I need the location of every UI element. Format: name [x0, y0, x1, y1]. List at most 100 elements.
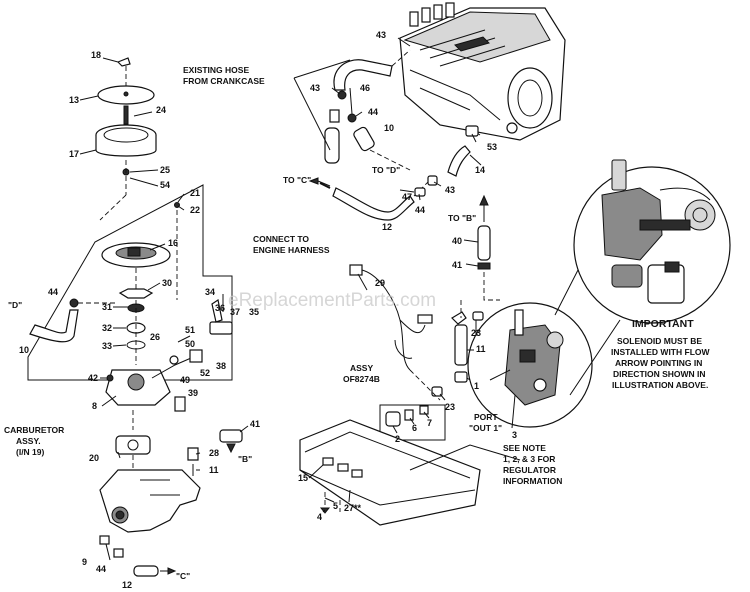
part-number: 20	[89, 453, 99, 463]
flow-arrow-to-b	[477, 194, 500, 301]
part-number: 16	[168, 238, 178, 248]
regulator-detail-circle	[467, 302, 593, 429]
carburetor-internals	[101, 202, 233, 412]
part-number: 51	[185, 325, 195, 335]
part-number: 44	[96, 564, 106, 574]
part-number: 12	[122, 580, 132, 590]
part-number: 42	[88, 373, 98, 383]
part-number: 43	[445, 185, 455, 195]
part-number: 28	[209, 448, 219, 458]
see-note-line2: 1, 2, & 3 FOR	[503, 454, 555, 464]
part-number: 31	[102, 302, 112, 312]
part-number: 13	[69, 95, 79, 105]
carburetor-panel-outline	[27, 184, 233, 381]
part-number: 47	[402, 192, 412, 202]
part-number: 25	[160, 165, 170, 175]
part-number: 30	[162, 278, 172, 288]
part-number: 39	[188, 388, 198, 398]
part-number: 46	[360, 83, 370, 93]
part-number: 41	[250, 419, 260, 429]
part-number: 11	[209, 465, 219, 475]
part-number: 1	[474, 381, 479, 391]
part-number: 7	[427, 418, 432, 428]
carburetor-label-line1: CARBURETOR	[4, 425, 64, 435]
part-number: 40	[452, 236, 462, 246]
leader-lines	[79, 37, 482, 561]
connect-harness-label-line1: CONNECT TO	[253, 234, 309, 244]
part-number-callouts: 18 13 24 17 25 54 21 22 16 44 30 10 34 3…	[19, 30, 517, 590]
part-number: 22	[190, 205, 200, 215]
part-number: 44	[368, 107, 378, 117]
part-number: 10	[384, 123, 394, 133]
carburetor-label-line2: ASSY.	[16, 436, 41, 446]
part-number: 26	[150, 332, 160, 342]
air-filter-assembly	[95, 57, 157, 221]
part-number: 49	[180, 375, 190, 385]
see-note-line4: INFORMATION	[503, 476, 562, 486]
port-label-line1: PORT	[474, 412, 498, 422]
part-number: 41	[452, 260, 462, 270]
hose-10-left	[29, 298, 118, 343]
see-note-line1: SEE NOTE	[503, 443, 546, 453]
engine-block-illustration	[399, 2, 566, 141]
existing-hose-label-line1: EXISTING HOSE	[183, 65, 249, 75]
port-label-line2: "OUT 1"	[469, 423, 502, 433]
part-number: 52	[200, 368, 210, 378]
part-number: 35	[249, 307, 259, 317]
important-note-line4: DIRECTION SHOWN IN	[613, 369, 706, 379]
part-number: 11	[476, 344, 486, 354]
part-number: 10	[19, 345, 29, 355]
see-note-line3: REGULATOR	[503, 465, 556, 475]
part-number: 43	[376, 30, 386, 40]
exhaust-manifold-group	[99, 410, 243, 577]
part-number: 18	[91, 50, 101, 60]
part-number: 8	[92, 401, 97, 411]
part-number: 54	[160, 180, 170, 190]
part-number: 43	[310, 83, 320, 93]
part-number: 44	[48, 287, 58, 297]
part-number: 44	[415, 205, 425, 215]
important-note-line1: SOLENOID MUST BE	[617, 336, 702, 346]
part-number: 3	[512, 430, 517, 440]
existing-hose-label-line2: FROM CRANKCASE	[183, 76, 265, 86]
part-number: 21	[190, 188, 200, 198]
part-number: 53	[487, 142, 497, 152]
part-number: 2	[395, 434, 400, 444]
part-number: 38	[216, 361, 226, 371]
important-note-line5: ILLUSTRATION ABOVE.	[612, 380, 708, 390]
part-number: 36	[215, 303, 225, 313]
d-left-label: "D"	[8, 300, 22, 310]
part-number: 15	[298, 473, 308, 483]
part-number: 23	[471, 328, 481, 338]
part-number: 37	[230, 307, 240, 317]
to-c-top-label: TO "C"	[283, 175, 311, 185]
part-number: 9	[82, 557, 87, 567]
part-number: 6	[412, 423, 417, 433]
part-number: 27**	[344, 503, 362, 513]
part-number: 23	[445, 402, 455, 412]
assy-label-line2: OF8274B	[343, 374, 380, 384]
part-number: 17	[69, 149, 79, 159]
to-b-label: TO "B"	[448, 213, 476, 223]
solenoid-detail-circle	[554, 159, 731, 396]
c-bottom-label: "C"	[176, 571, 190, 581]
carburetor-label-line3: (I/N 19)	[16, 447, 45, 457]
part-number: 24	[156, 105, 166, 115]
part-number: 34	[205, 287, 215, 297]
b-mid-label: "B"	[238, 454, 252, 464]
harness-and-bracket	[349, 264, 484, 441]
important-note-line2: INSTALLED WITH FLOW	[611, 347, 710, 357]
hose-12-upper	[319, 125, 479, 221]
flow-arrow-to-c-top	[308, 177, 331, 187]
part-number: 14	[475, 165, 485, 175]
important-title: IMPORTANT	[632, 318, 694, 330]
part-number: 29	[375, 278, 385, 288]
to-d-label: TO "D"	[372, 165, 400, 175]
assy-label-line1: ASSY	[350, 363, 373, 373]
part-number: 5	[333, 501, 338, 511]
part-number: 32	[102, 323, 112, 333]
annotation-labels: EXISTING HOSE FROM CRANKCASE CONNECT TO …	[4, 65, 710, 581]
part-number: 33	[102, 341, 112, 351]
part-number: 12	[382, 222, 392, 232]
